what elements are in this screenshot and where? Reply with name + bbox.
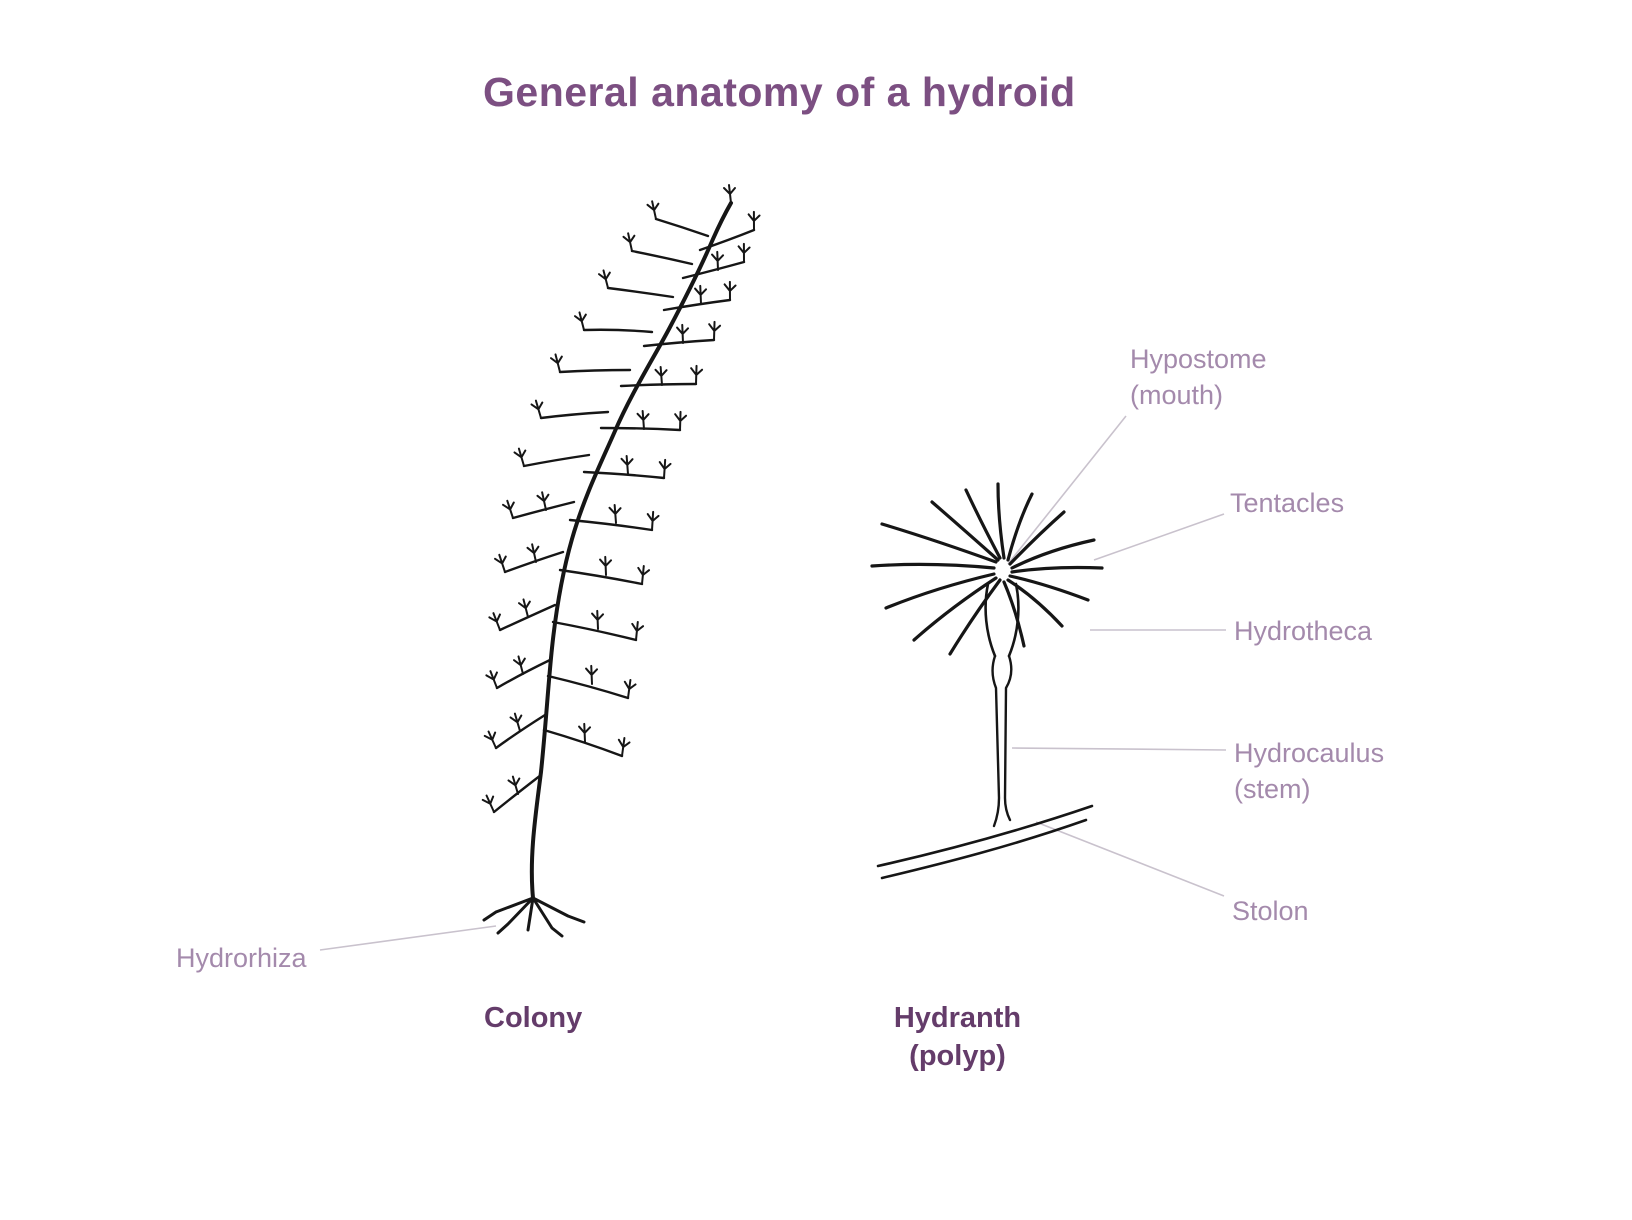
label-hydrorhiza-text: Hydrorhiza [176, 943, 307, 973]
label-hydrotheca: Hydrotheca [1234, 614, 1372, 650]
leader-stolon [1035, 821, 1225, 897]
label-tentacles: Tentacles [1230, 486, 1344, 522]
label-hydrocaulus-line2: (stem) [1234, 773, 1311, 804]
stolon-drawing [876, 804, 1094, 880]
leader-lines [319, 415, 1227, 951]
label-tentacles-text: Tentacles [1230, 488, 1345, 518]
leader-hydrorhiza [319, 925, 497, 951]
hydrotheca-drawing [984, 582, 1020, 658]
colony-illustration [480, 184, 761, 938]
tentacles-drawing [870, 482, 1104, 656]
label-hydrotheca-text: Hydrotheca [1234, 616, 1373, 646]
caption-hydranth-line2: (polyp) [909, 1039, 1006, 1072]
label-stolon-text: Stolon [1232, 896, 1309, 926]
leader-tentacles [1093, 513, 1225, 561]
label-stolon: Stolon [1232, 894, 1309, 930]
caption-hydranth: Hydranth (polyp) [855, 1000, 1060, 1075]
caption-colony-text: Colony [484, 1002, 583, 1034]
label-hypostome-line1: Hypostome [1130, 344, 1267, 374]
page-title: General anatomy of a hydroid [483, 69, 1076, 116]
leader-hypostome [1007, 415, 1127, 565]
label-hypostome-line2: (mouth) [1130, 379, 1224, 410]
label-hydrorhiza: Hydrorhiza [176, 941, 307, 977]
leader-hydrocaulus [1011, 747, 1227, 751]
label-hypostome: Hypostome (mouth) [1130, 342, 1267, 413]
hydranth-illustration [870, 482, 1104, 880]
label-hydrocaulus: Hydrocaulus (stem) [1234, 736, 1384, 807]
caption-colony: Colony [484, 1000, 582, 1038]
hydrocaulus-drawing [991, 654, 1013, 828]
label-hydrocaulus-line1: Hydrocaulus [1234, 738, 1385, 768]
caption-hydranth-line1: Hydranth [893, 1002, 1022, 1034]
